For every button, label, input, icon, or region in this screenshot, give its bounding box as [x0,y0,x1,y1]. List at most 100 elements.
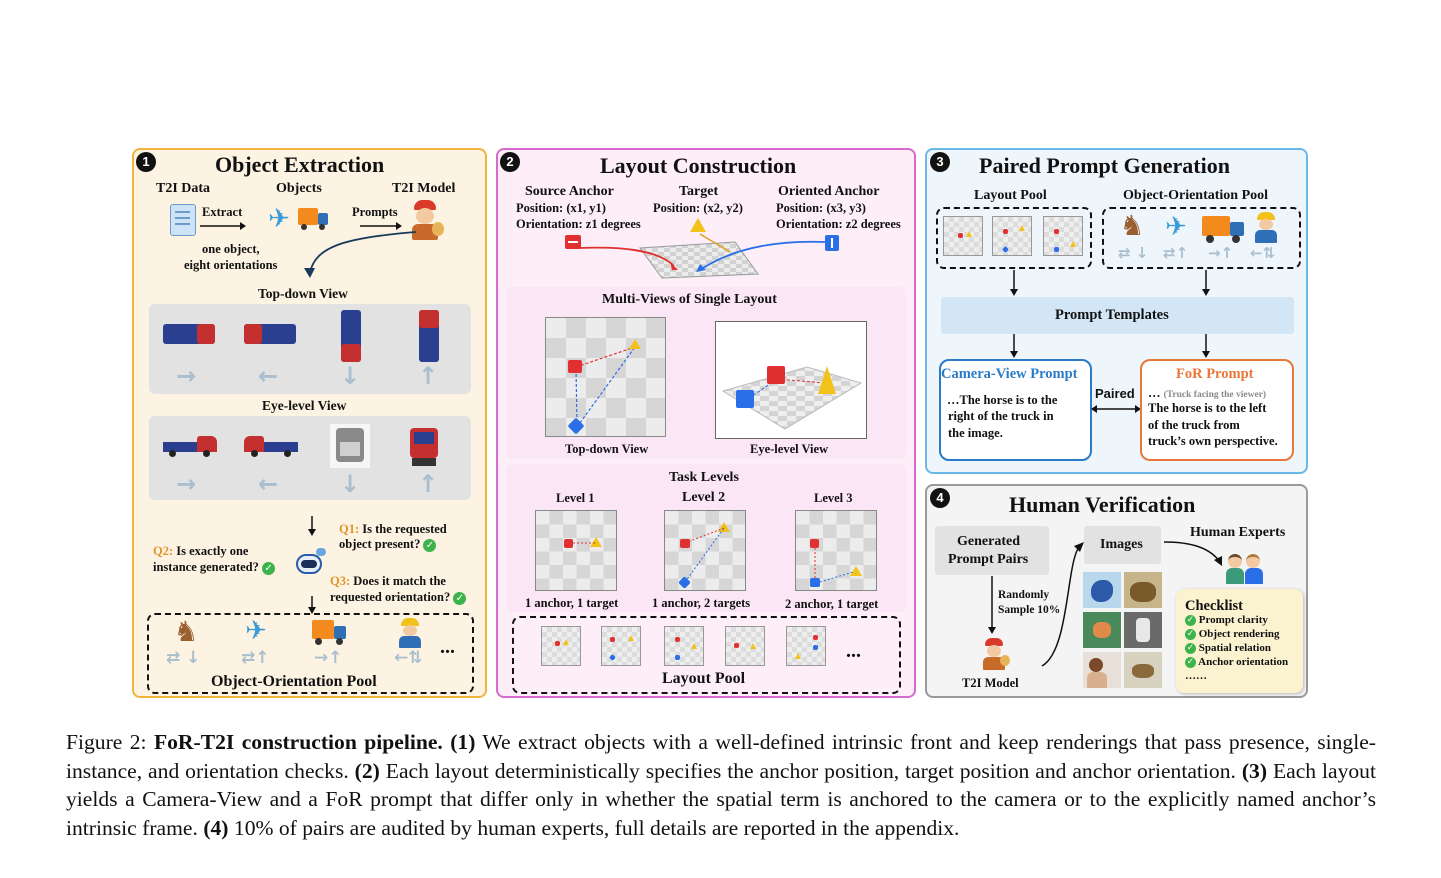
anchor-cube-blue [736,390,754,408]
prompt-templates-label: Prompt Templates [1055,307,1169,323]
panel2-title: Layout Construction [600,153,797,178]
sample-line1: Randomly [998,589,1050,601]
horse-icon: ♞ [1119,211,1145,242]
layout-pool-ellipsis: ... [846,640,861,662]
checklist-title: Checklist [1185,598,1243,614]
object-orientation-mini-box [1102,207,1301,269]
generated-line2: Prompt Pairs [948,552,1029,567]
objects-label: Objects [276,181,322,196]
orientation-arrows-icon: →↑ [1208,244,1234,262]
orientation-arrows-icon: ←⇅ [1250,244,1276,262]
panel3-number: 3 [930,152,950,172]
q1-label: Q1: [339,522,360,536]
down-arrow-pool [308,596,316,614]
layout-arrows [579,233,826,272]
images-label: Images [1100,537,1143,552]
orientation-arrows-icon: →↑ [314,648,343,668]
check-icon: ✓ [423,538,437,552]
caption-step3-number: (3) [1241,758,1268,783]
layout-pool-tile [601,626,641,666]
truck-eye-front [330,424,370,468]
orientation-arrows-icon: ⇄↑ [241,648,270,668]
level3-label: Level 3 [814,491,853,505]
target-marker [690,218,706,232]
level2-target [718,522,730,532]
orientation-arrows-icon: ⇄ ↓ [1118,244,1149,262]
images-box [1084,526,1161,564]
level3-desc: 2 anchor, 1 target [785,597,879,611]
layout-pool-label: Layout Pool [662,670,746,687]
layout-pool-tile [992,216,1032,256]
level2-desc: 1 anchor, 2 targets [652,596,751,610]
check-icon: ✓ [1185,628,1196,640]
top-down-view-title: Top-down View [258,286,348,301]
q2-line1: Is exactly one [176,544,249,558]
generated-prompt-pairs-box [935,526,1049,575]
pool-to-template-arrows [1010,270,1210,296]
for-text-note-line: … (Truck facing the viewer) [1148,386,1266,401]
level1-target [590,537,602,547]
camera-view-prompt-title: Camera-View Prompt [941,366,1078,382]
extract-label: Extract [202,205,243,219]
caption-prefix: Figure 2: [66,730,154,754]
arrow-up-icon: ↑ [418,362,439,390]
painter-robot-icon [408,200,444,240]
checklist-item: ✓ Prompt clarity [1185,614,1268,626]
panel2-number: 2 [500,152,520,172]
arrow-left-icon: ← [258,362,279,390]
pool-ellipsis: ... [440,636,455,658]
prompt-templates-box [941,297,1294,334]
object-orientation-pool-box [147,613,474,694]
prompts-label: Prompts [352,205,398,219]
layout-pool-tile [725,626,765,666]
source-orientation: Orientation: z1 degrees [516,217,641,231]
note-line2: eight orientations [184,258,278,272]
layout-pool-tile [541,626,581,666]
checklist-item: …… [1185,670,1207,682]
layout-pool-box [512,616,901,694]
checklist-box [1176,589,1303,693]
caption-step1: We extract objects with a well-defined i… [66,730,1376,783]
panel4-number: 4 [930,488,950,508]
robot-icon [292,548,326,578]
truck-topdown-left [244,324,296,344]
truck-topdown-right [163,324,215,344]
layout-pool-tile [786,626,826,666]
for-text-line2: of the truck from [1148,418,1240,432]
layout-pool-tile [1043,216,1083,256]
orientation-arrows-icon: ⇄↑ [1163,244,1189,262]
oriented-orientation: Orientation: z2 degrees [776,217,901,231]
sample-line2: Sample 10% [998,604,1061,616]
panel1-number: 1 [136,152,156,172]
level3-anchor [810,539,819,548]
worker-icon [1254,212,1278,244]
anchor-cube-red [767,366,785,384]
oriented-anchor-marker [825,235,839,251]
for-text-line3: truck’s own perspective. [1148,434,1278,448]
target-cone-3d [818,366,836,394]
level1-label: Level 1 [556,491,595,505]
sample-image [1083,612,1121,648]
t2i-model-label-p4: T2I Model [962,676,1019,690]
layout-pool-mini-box [936,207,1092,269]
level3-lines [814,544,854,583]
caption-title: FoR-T2I construction pipeline. [153,730,443,754]
panel3-title: Paired Prompt Generation [979,153,1230,178]
horse-icon: ♞ [173,617,199,648]
target-position: Position: (x2, y2) [653,201,743,215]
source-anchor-label: Source Anchor [525,184,614,199]
for-text-line1: The horse is to the left [1148,401,1267,415]
layout-pool-title: Layout Pool [974,188,1047,203]
truck-eye-right [163,436,217,457]
template-to-prompt-arrows [1010,334,1210,358]
truck-eye-left [244,436,298,457]
level2-lines [684,527,725,583]
truck-topdown-down [341,310,361,362]
sample-arrow [988,576,996,634]
painter-robot-icon [980,638,1010,670]
q2-label: Q2: [153,544,174,558]
object-orientation-pool-title: Object-Orientation Pool [1123,188,1269,203]
airplane-icon: ✈ [1165,212,1187,241]
anchor-box-red [568,360,582,373]
caption-step2: Each layout deterministically specifies … [379,758,1242,783]
